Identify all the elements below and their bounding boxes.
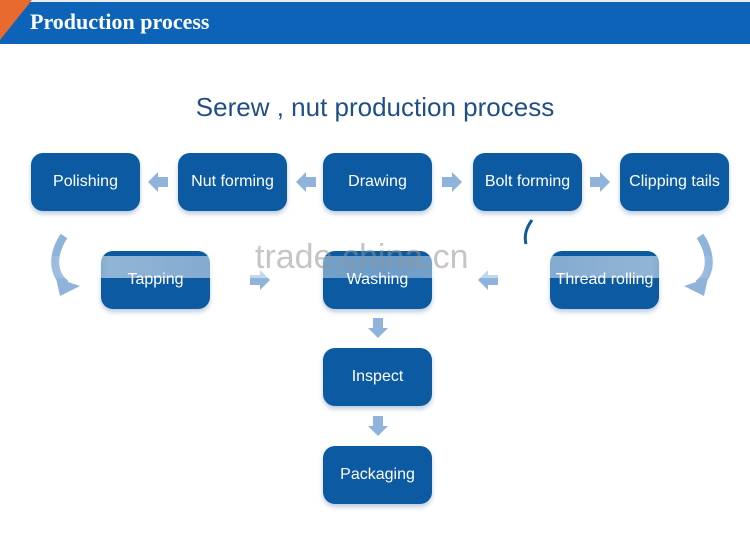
- arrow-left-icon: [148, 172, 168, 192]
- step-thread-rolling: Thread rolling: [550, 251, 659, 309]
- step-polishing: Polishing: [31, 153, 140, 211]
- curved-arrow-icon: [523, 219, 534, 245]
- watermark-text: trade.china.cn: [255, 238, 469, 276]
- step-drawing: Drawing: [323, 153, 432, 211]
- arrow-left-icon: [478, 270, 498, 290]
- banner-top-line: [0, 0, 750, 2]
- header-banner: Production process: [0, 0, 750, 44]
- step-tapping: Tapping: [101, 251, 210, 309]
- banner-corner-accent: [0, 0, 32, 40]
- arrow-right-icon: [590, 172, 610, 192]
- curved-arrow-icon: [684, 233, 713, 296]
- step-clipping-tails: Clipping tails: [620, 153, 729, 211]
- diagram-title: Serew , nut production process: [195, 92, 555, 122]
- arrow-right-icon: [442, 172, 462, 192]
- curved-arrow-icon: [51, 233, 80, 296]
- arrow-down-icon: [368, 318, 388, 338]
- arrow-left-icon: [296, 172, 316, 192]
- step-packaging: Packaging: [323, 446, 432, 504]
- step-nut-forming: Nut forming: [178, 153, 287, 211]
- step-inspect: Inspect: [323, 348, 432, 406]
- arrow-down-icon: [368, 416, 388, 436]
- banner-title: Production process: [30, 9, 210, 34]
- step-bolt-forming: Bolt forming: [473, 153, 582, 211]
